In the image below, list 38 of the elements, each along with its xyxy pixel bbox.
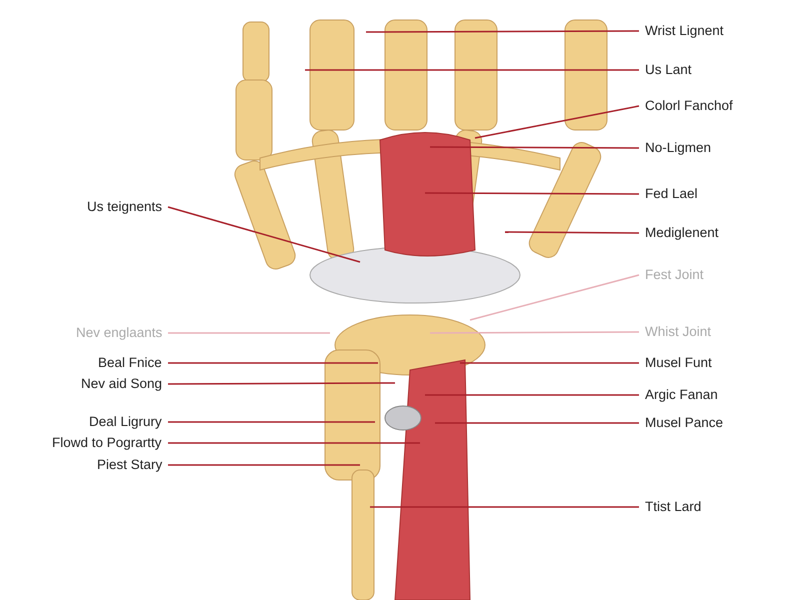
leader-line [168,206,360,263]
part-label: Nev englaants [76,325,162,341]
part-label: Us Lant [645,62,692,78]
part-label: Deal Ligrury [89,414,162,430]
leader-line [168,362,378,364]
part-label: No-Ligmen [645,140,712,156]
leader-line [505,231,639,234]
leader-line [370,506,639,508]
part-label: Mediglenent [645,225,719,241]
part-label: Argic Fanan [645,387,718,403]
leader-line [168,421,375,423]
leader-line [168,382,395,385]
part-label: Flowd to Pogrartty [52,435,162,451]
leader-line [430,331,639,334]
part-label: Whist Joint [645,324,712,340]
part-label: Us teignents [87,199,162,215]
leader-line [366,30,639,33]
part-label: Ttist Lard [645,499,702,515]
leader-line [470,274,640,321]
part-label: Wrist Lignent [645,23,724,39]
part-label: Nev aid Song [81,376,162,392]
leader-line [425,394,639,396]
part-label: Musel Pance [645,415,724,431]
part-label: Piest Stary [97,457,162,473]
part-label: Colorl Fanchof [645,98,733,114]
leader-line [430,146,639,149]
part-label: Fest Joint [645,267,704,283]
part-label: Fed Lael [645,186,698,202]
leader-line [425,192,639,195]
leader-line [168,464,360,466]
leader-line [474,105,640,139]
leader-line [168,442,420,444]
part-label: Musel Funt [645,355,712,371]
leader-line [435,422,639,424]
part-label: Beal Fnice [98,355,162,371]
leader-line [168,332,330,334]
leader-line [460,362,639,364]
leader-line [305,69,639,71]
